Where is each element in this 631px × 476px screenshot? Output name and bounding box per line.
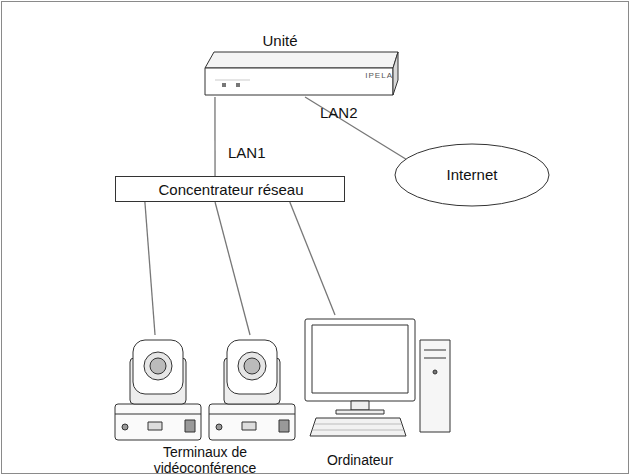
- node-label: Terminaux de vidéoconférence: [145, 444, 265, 476]
- unit-device: [205, 52, 398, 95]
- network-cable: [290, 202, 335, 315]
- hub-box: Concentrateur réseau: [115, 176, 345, 202]
- node-label: Internet: [394, 166, 550, 183]
- computer-node: Ordinateur: [300, 315, 455, 475]
- unit-box: UnitéIPELA: [205, 30, 400, 97]
- network-cable: [145, 202, 155, 335]
- link-label: LAN1: [228, 144, 266, 161]
- brand-text: IPELA: [345, 71, 393, 80]
- link-label: LAN2: [320, 104, 358, 121]
- camera-illustration: [115, 340, 201, 440]
- computer-illustration: [305, 319, 450, 436]
- network-cable: [305, 97, 415, 165]
- camera-illustration: [209, 340, 295, 440]
- node-heading: Unité: [245, 32, 315, 49]
- network-cable: [214, 97, 215, 176]
- node-label: Ordinateur: [305, 452, 415, 468]
- node-label: Concentrateur réseau: [116, 181, 346, 198]
- terminal-group: Terminaux de vidéoconférence: [110, 335, 300, 475]
- network-cable: [215, 202, 250, 335]
- ellipse-shape: [395, 144, 549, 206]
- internet-ellipse: Internet: [394, 143, 550, 207]
